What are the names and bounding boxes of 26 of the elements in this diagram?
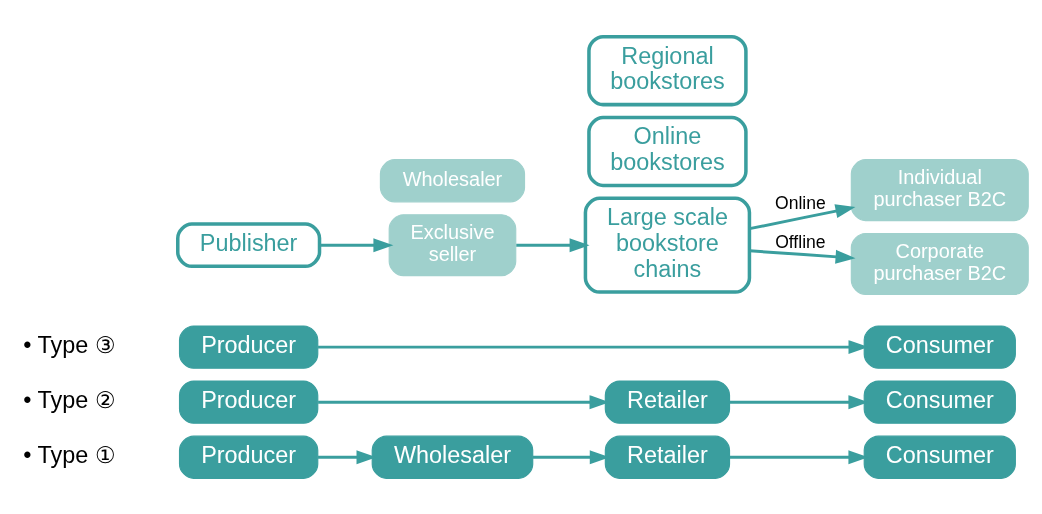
- node-box: Regional bookstores: [587, 34, 748, 106]
- node-box: Wholesaler: [379, 158, 526, 202]
- arrow: [749, 203, 856, 230]
- node-box: Consumer: [863, 324, 1016, 369]
- node-box: Producer: [178, 324, 319, 369]
- label: • Type ①: [23, 441, 116, 468]
- node-box: Individual purchaser B2C: [850, 158, 1029, 221]
- node-box: Producer: [178, 435, 319, 479]
- node-box: Consumer: [863, 435, 1016, 479]
- edge-label: Offline: [775, 231, 826, 252]
- node-box: Retailer: [604, 380, 731, 424]
- edge-label: Online: [775, 192, 826, 213]
- node-box: Exclusive seller: [388, 213, 517, 276]
- node-box: Consumer: [863, 380, 1016, 424]
- node-box: Producer: [178, 380, 319, 424]
- arrow: [319, 237, 394, 252]
- node-box: Retailer: [604, 435, 731, 479]
- node-box: Publisher: [176, 221, 322, 268]
- node-box: Large scale bookstore chains: [583, 196, 752, 294]
- node-box: Corporate purchaser B2C: [850, 232, 1029, 295]
- arrow: [516, 237, 590, 252]
- label: • Type ③: [23, 331, 116, 358]
- node-box: Online bookstores: [587, 115, 748, 187]
- node-box: Wholesaler: [371, 435, 534, 479]
- arrow: [749, 248, 856, 264]
- label: • Type ②: [23, 386, 116, 413]
